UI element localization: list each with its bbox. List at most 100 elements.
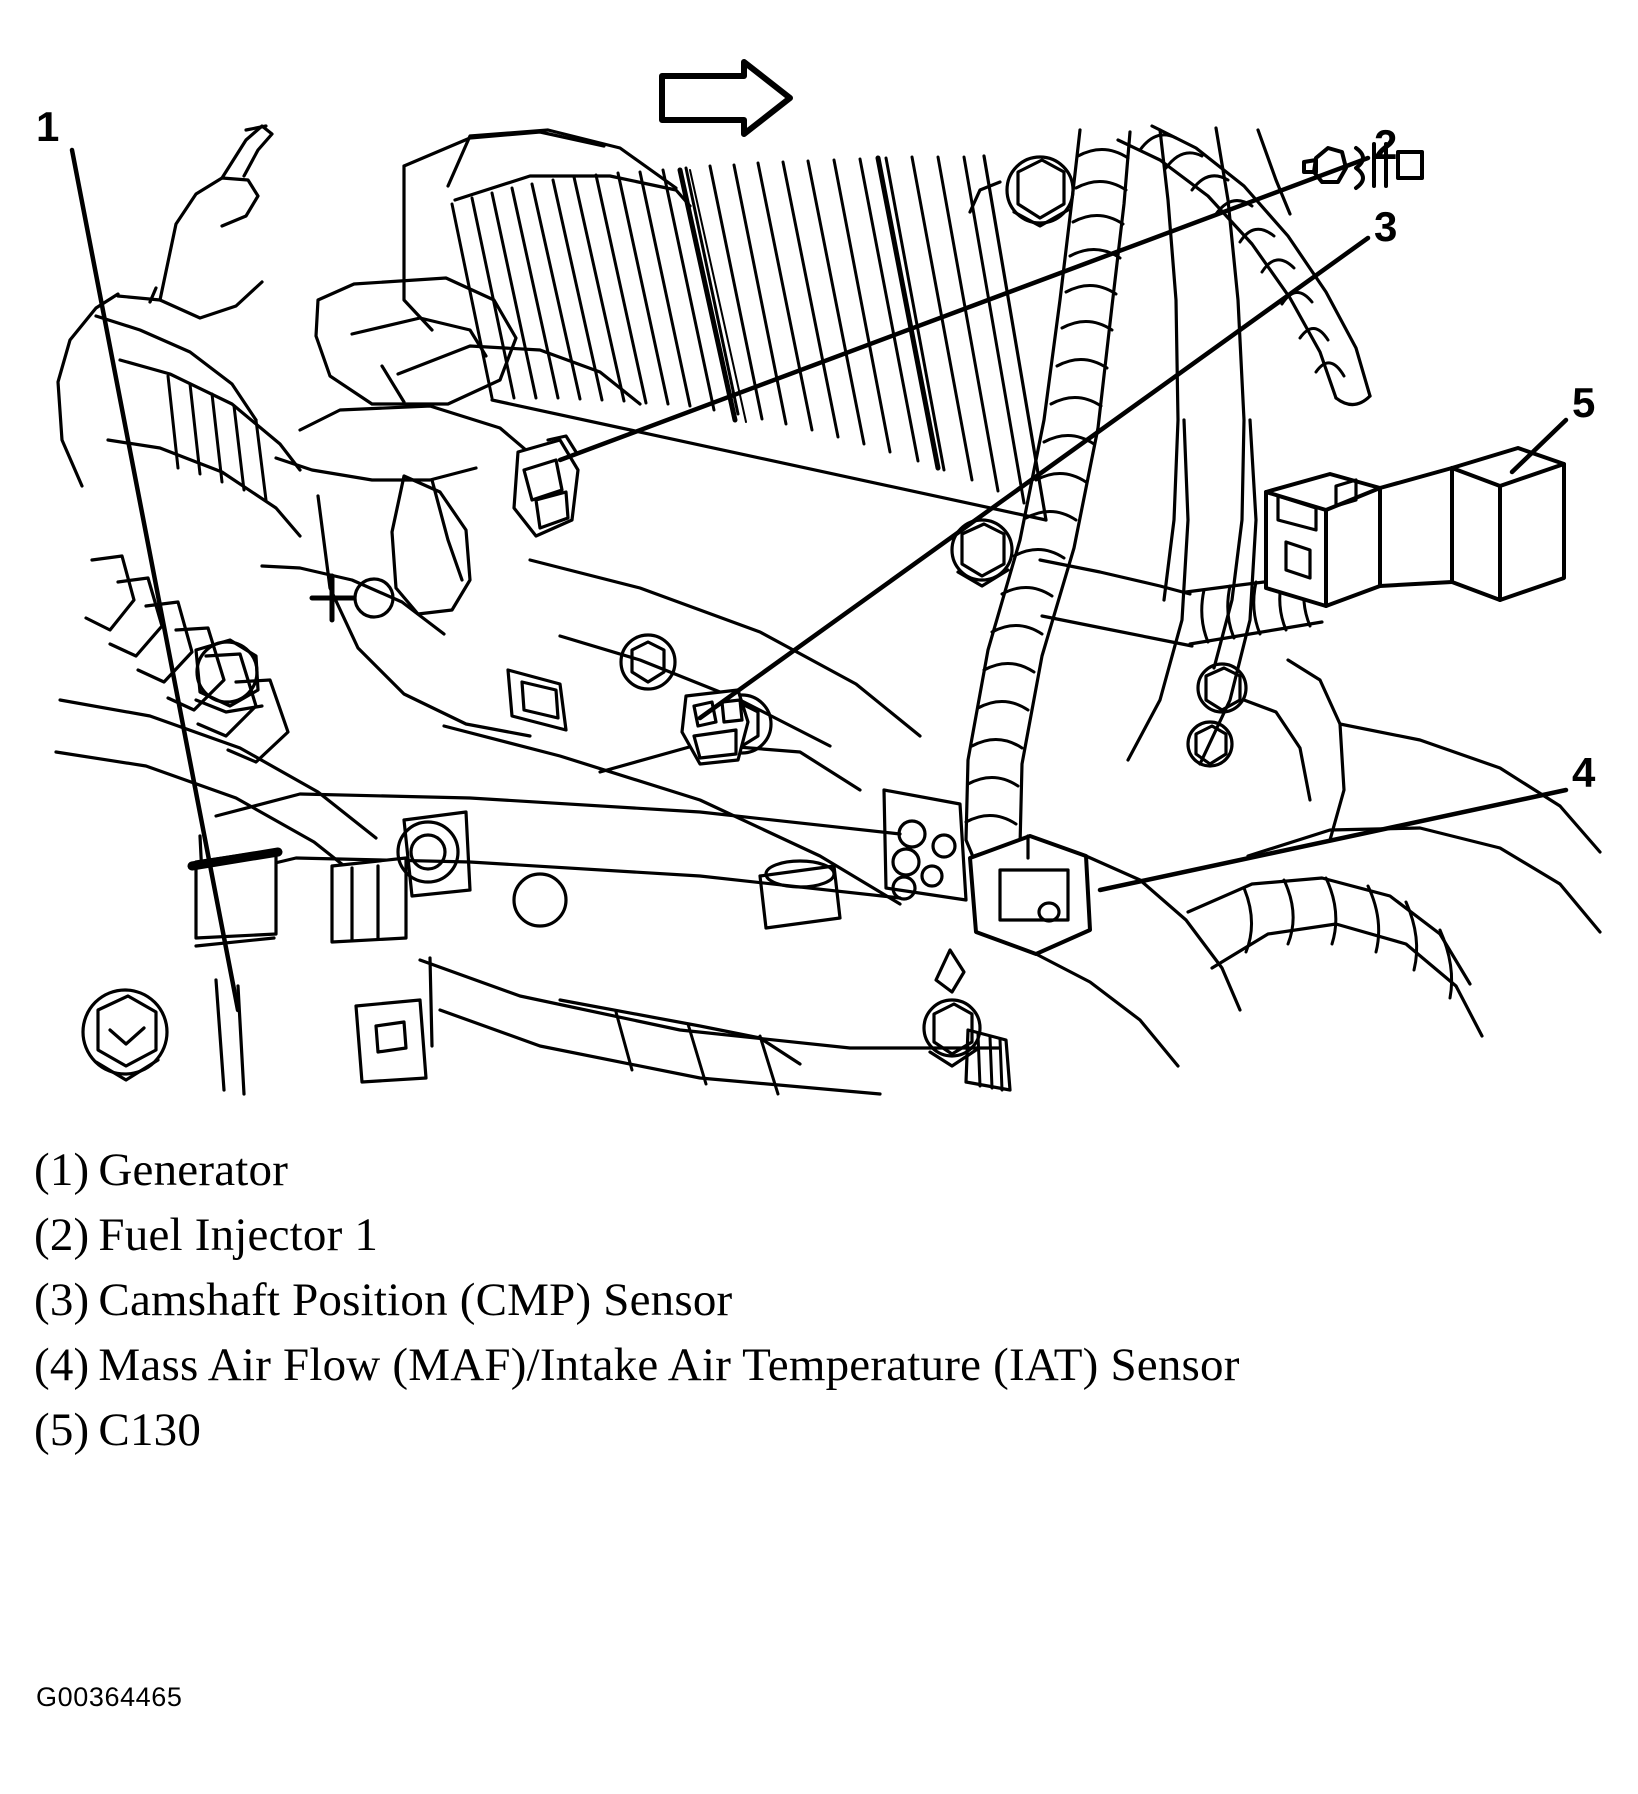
cmp-sensor-connector [680,688,750,766]
legend-item: (1)Generator [34,1138,1594,1203]
generator-body-edge [116,280,264,320]
callout-number-4: 4 [1572,749,1596,796]
harness-branch-c130-bottom [1188,620,1324,646]
legend-index: (1) [34,1144,90,1196]
legend-label: C130 [98,1404,202,1456]
harness-branch-upper-corrugations [1138,133,1346,378]
cover-top-rib [446,128,678,190]
fuel-rail-clamp-1-band [187,847,283,871]
block-lower-rib [428,956,434,1048]
legend-label: Mass Air Flow (MAF)/Intake Air Temperatu… [98,1339,1240,1391]
legend-item: (3)Camshaft Position (CMP) Sensor [34,1268,1594,1333]
callout-number-1: 1 [36,103,60,150]
bracket-bottom-right-ribs [976,1032,1004,1092]
harness-main-left-edge [964,128,1082,890]
leader-line-5 [1509,417,1569,475]
bolt-washer-top-right [1005,155,1075,225]
legend-item: (5)C130 [34,1398,1594,1463]
intake-duct-upper [1084,854,1242,1012]
block-flange [442,724,902,906]
clip-bottom [934,948,966,994]
callout-legend-list: (1)Generator (2)Fuel Injector 1 (3)Camsh… [34,1138,1594,1463]
manifold-seam [274,456,478,482]
generator-housing-top [94,314,258,422]
bolt-right-b [1186,720,1234,768]
right-cover-edge [1158,128,1180,602]
air-cleaner-outlet-2 [1210,922,1484,1038]
legend-label: Camshaft Position (CMP) Sensor [98,1274,733,1326]
center-pad [758,864,842,930]
fuel-injector-connector [512,434,580,538]
oilpan-ribs [614,1010,780,1096]
callout-number-3: 3 [1374,203,1398,250]
legend-index: (4) [34,1339,90,1391]
fuel-rail-top [214,792,902,836]
block-hex-port [619,633,677,691]
harness-branch-end-cap [1334,394,1372,407]
bolt-head-bottom-left [96,994,158,1068]
generator-notch [148,286,158,304]
injector-saddle [402,810,472,898]
maf-iat-sensor [968,834,1092,956]
bolt-right-b-head [1194,724,1228,766]
direction-arrow-icon [659,59,793,137]
callout-number-2: 2 [1374,121,1398,168]
circle-mark-icon [353,577,395,619]
generator-boot-stem [220,124,274,180]
legend-index: (2) [34,1209,90,1261]
fin-bank-bottom-edge [490,398,1048,522]
fuel-rail-clamp-1-foot [194,936,276,948]
legend-label: Fuel Injector 1 [98,1209,379,1261]
bolt-head-mid [960,522,1006,578]
right-cover-rib [1256,128,1292,216]
bracket-bottom-right [964,1028,1012,1092]
fin-highlight-c [689,169,747,423]
harness-main-corrugations [964,148,1130,862]
center-pad-oval [764,859,836,889]
bolt-washer-left [195,640,259,704]
plenum-boss [314,276,518,406]
bolt-head-left [194,638,260,708]
figure-id-code: G00364465 [36,1682,183,1712]
legend-item: (4)Mass Air Flow (MAF)/Intake Air Temper… [34,1333,1594,1398]
right-block-face [1126,418,1190,762]
bolt-seat-left [194,698,264,714]
generator-housing-left [56,292,120,488]
injector-port-2 [512,872,568,928]
manifold-left-contour [316,494,532,738]
harness-branch-upper-2 [1150,124,1372,398]
block-mid-edge [528,558,922,738]
engine-compartment-illustration: 1 2 3 4 5 [36,59,1602,1096]
plenum-boss-detail-2 [380,364,406,404]
boot-tip-detail [244,124,268,132]
manifold-rib-a [396,344,642,406]
plus-mark-icon [309,573,357,623]
fender-edge-2 [1246,826,1602,934]
bracket-edge-bottom-left [214,978,226,1092]
manifold-rib-b [430,478,464,582]
block-hex-port-inner [630,640,666,684]
injector-port-1 [396,820,460,884]
fuel-rail-clamp-2-ribs [350,864,380,942]
leader-line-4 [1097,787,1569,893]
c130-connector [1264,446,1566,608]
legend-item: (2)Fuel Injector 1 [34,1203,1594,1268]
bolt-right-a [1196,662,1248,714]
line-art-canvas [54,59,1602,1096]
harness-branch-upper [1116,138,1338,400]
generator-louvers [166,374,268,502]
embossed-marking-icon [1302,142,1424,190]
generator-shroud-lower [106,438,302,538]
cover-top-rib-inner [453,174,692,208]
leader-line-2 [557,155,1371,463]
injector-port-1-inner [409,833,447,871]
bolt-seat-mid [956,568,1010,588]
bolt-head-top-right [1016,158,1066,220]
leader-line-3 [697,235,1371,721]
manifold-runner-boss [390,474,472,616]
block-pad [506,668,568,732]
bolt-seat-bottom-left [94,1058,160,1082]
intake-duct-lower [1034,952,1180,1068]
fin-highlight-a [677,167,738,423]
